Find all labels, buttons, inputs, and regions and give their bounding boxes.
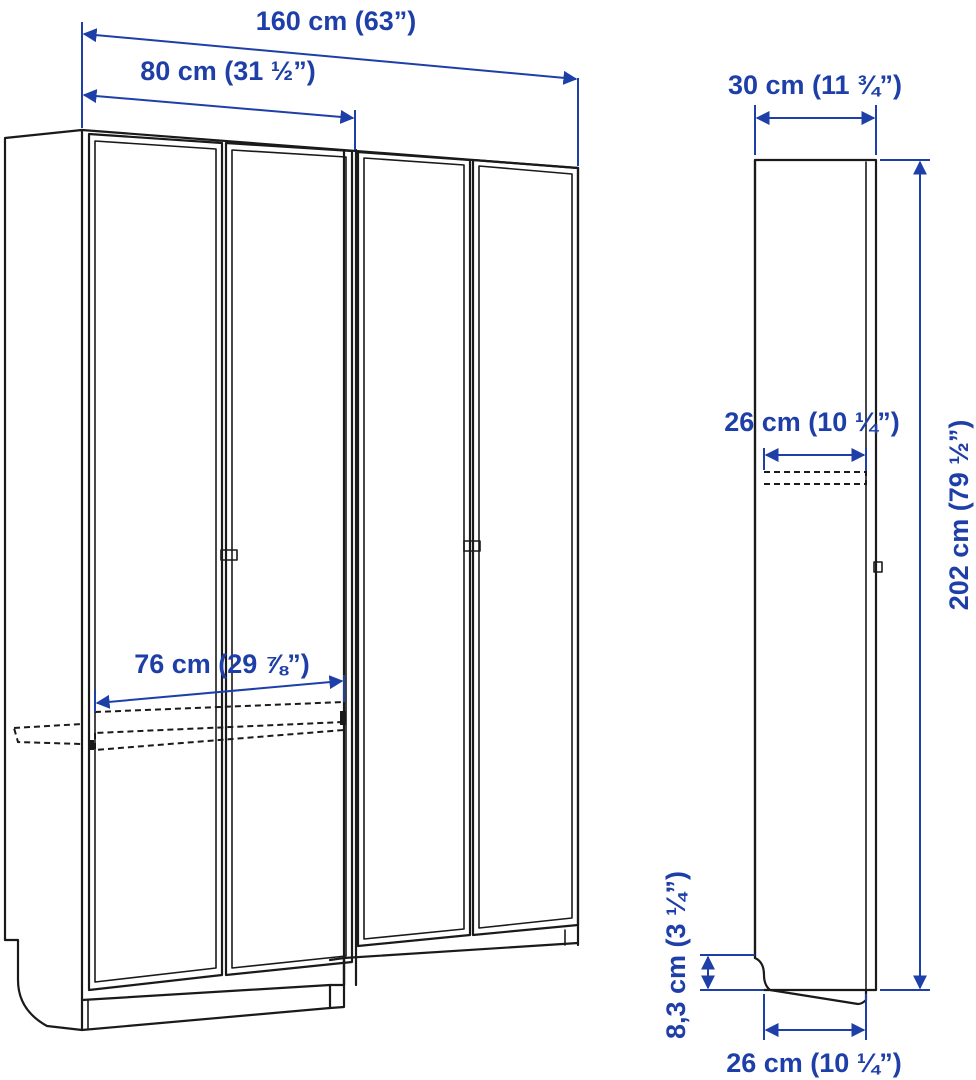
dimension-shelf-width: 76 cm (29 ⅞”) xyxy=(94,649,345,712)
door-4 xyxy=(471,158,580,937)
plinth-right xyxy=(342,941,580,987)
dimension-base-depth: 26 cm (10 ¼”) xyxy=(726,994,902,1078)
shelf-depth-label: 26 cm (10 ¼”) xyxy=(724,407,900,437)
plinth-left xyxy=(80,983,332,1032)
front-view-bookcase xyxy=(3,128,580,1032)
side-knob xyxy=(873,561,883,573)
door-2 xyxy=(224,141,354,977)
dimension-unit-width: 80 cm (31 ½”) xyxy=(82,56,356,150)
side-view-bookcase xyxy=(753,158,883,1006)
base-depth-label: 26 cm (10 ¼”) xyxy=(726,1048,902,1078)
dimension-total-width: 160 cm (63”) xyxy=(81,6,579,166)
knob-right xyxy=(463,540,481,552)
shelf-dashed-outline xyxy=(12,700,346,752)
shelf-width-label: 76 cm (29 ⅞”) xyxy=(134,649,310,679)
left-side-panel xyxy=(3,128,84,1032)
dimension-height: 202 cm (79 ½”) xyxy=(880,159,974,991)
height-label: 202 cm (79 ½”) xyxy=(944,420,974,611)
dimension-shelf-depth: 26 cm (10 ¼”) xyxy=(724,407,900,470)
knob-left xyxy=(220,549,238,561)
unit-width-label: 80 cm (31 ½”) xyxy=(140,56,316,86)
dimension-depth: 30 cm (11 ¾”) xyxy=(728,70,902,155)
door-3 xyxy=(356,150,472,948)
unit-divider xyxy=(342,148,358,987)
side-shelf-dashed xyxy=(764,471,867,485)
depth-label: 30 cm (11 ¾”) xyxy=(728,70,902,100)
total-width-label: 160 cm (63”) xyxy=(256,6,417,36)
door-1 xyxy=(87,132,224,992)
plinth-height-label: 8,3 cm (3 ¼”) xyxy=(661,871,691,1039)
dimension-plinth-height: 8,3 cm (3 ¼”) xyxy=(661,871,764,1039)
